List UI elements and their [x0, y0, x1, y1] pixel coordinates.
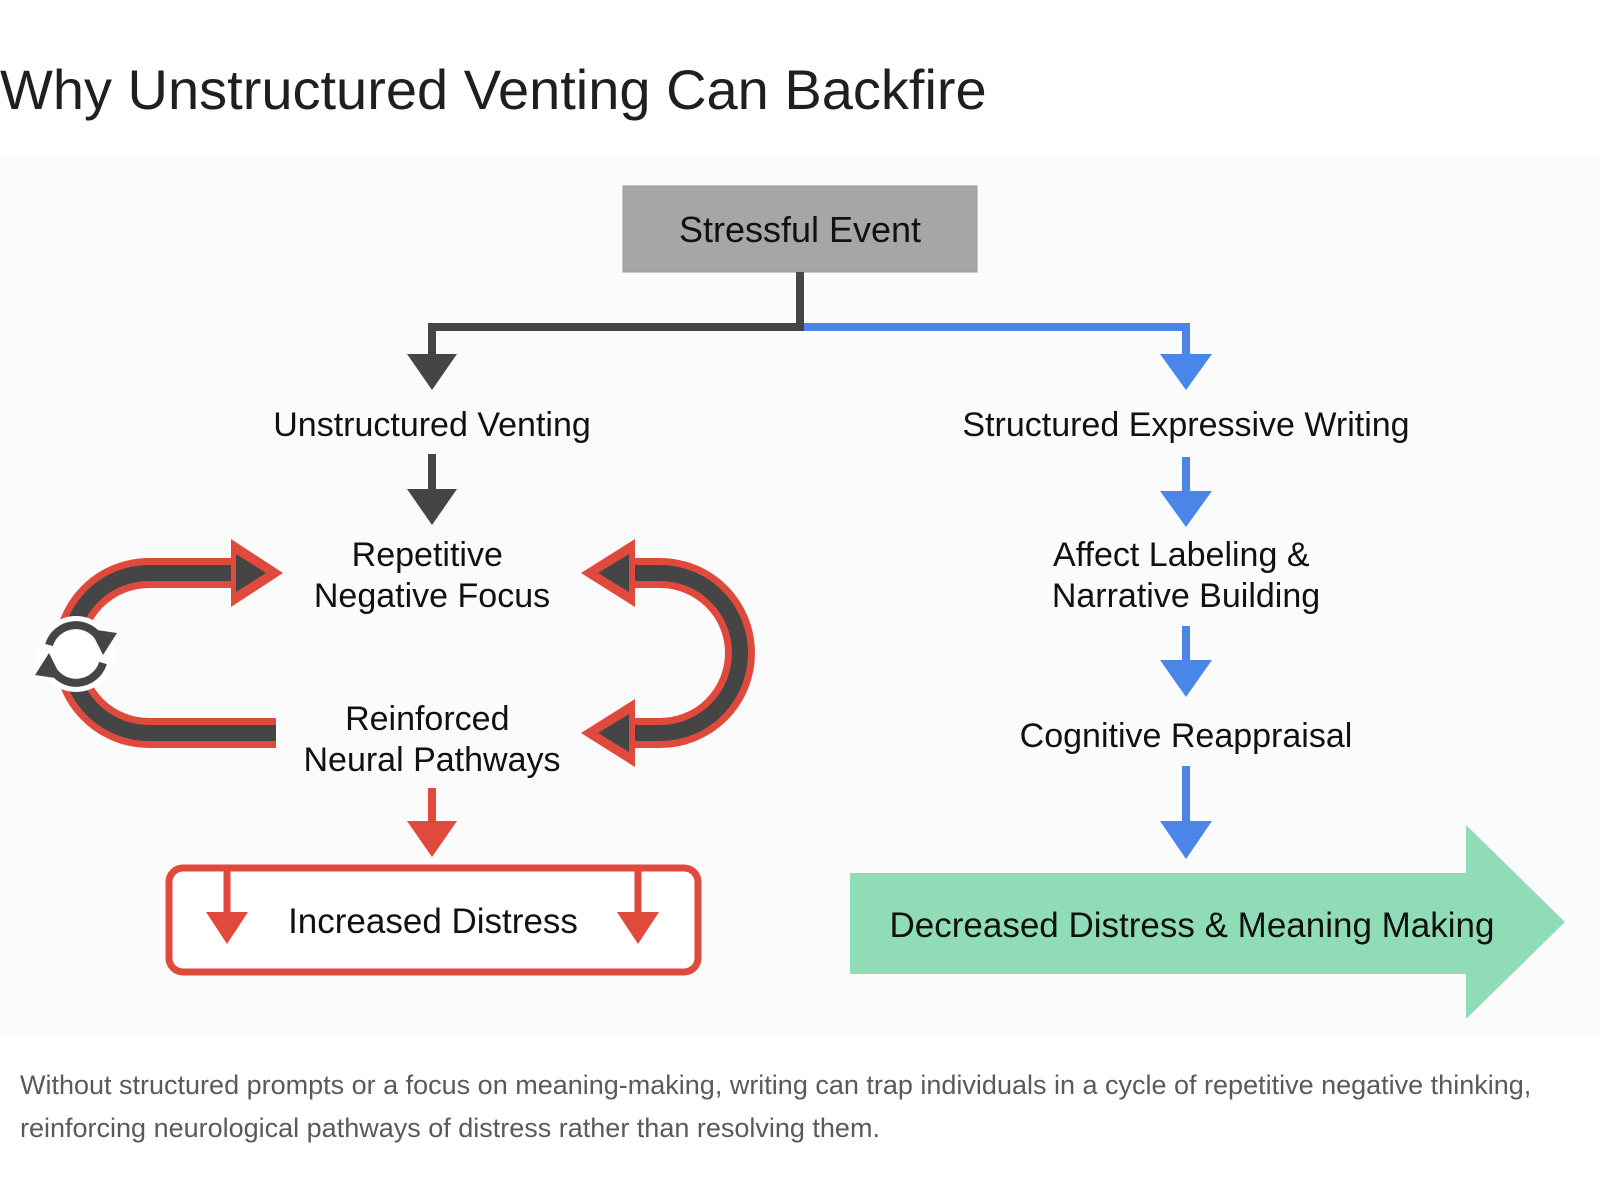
down-arrow-dark — [407, 454, 457, 525]
increased-distress-label: Increased Distress — [288, 902, 578, 941]
figure-caption: Without structured prompts or a focus on… — [20, 1070, 1532, 1143]
left-branch-connector — [407, 272, 804, 390]
cognitive-reappraisal-label: Cognitive Reappraisal — [1020, 717, 1353, 755]
decreased-distress-node: Decreased Distress & Meaning Making — [850, 825, 1565, 1019]
repetitive-negative-focus-label: Repetitive Negative Focus — [314, 536, 550, 615]
page-title: Why Unstructured Venting Can Backfire — [0, 58, 987, 121]
right-branch-connector — [804, 323, 1212, 390]
affect-labeling-label: Affect Labeling & Narrative Building — [1052, 536, 1320, 615]
down-arrow-red — [407, 788, 457, 857]
down-arrow-blue-2 — [1160, 626, 1212, 697]
refresh-cycle-icon — [35, 616, 117, 692]
right-loop-arrow — [581, 539, 755, 767]
structured-expressive-writing-label: Structured Expressive Writing — [962, 406, 1409, 444]
down-arrow-blue-1 — [1160, 457, 1212, 527]
decreased-distress-label: Decreased Distress & Meaning Making — [890, 906, 1495, 945]
stressful-event-node: Stressful Event — [622, 185, 978, 273]
unstructured-venting-label: Unstructured Venting — [273, 406, 591, 444]
down-arrow-blue-3 — [1160, 766, 1212, 859]
reinforced-neural-pathways-label: Reinforced Neural Pathways — [303, 700, 560, 779]
increased-distress-node: Increased Distress — [165, 864, 702, 976]
stressful-event-label: Stressful Event — [679, 209, 921, 250]
